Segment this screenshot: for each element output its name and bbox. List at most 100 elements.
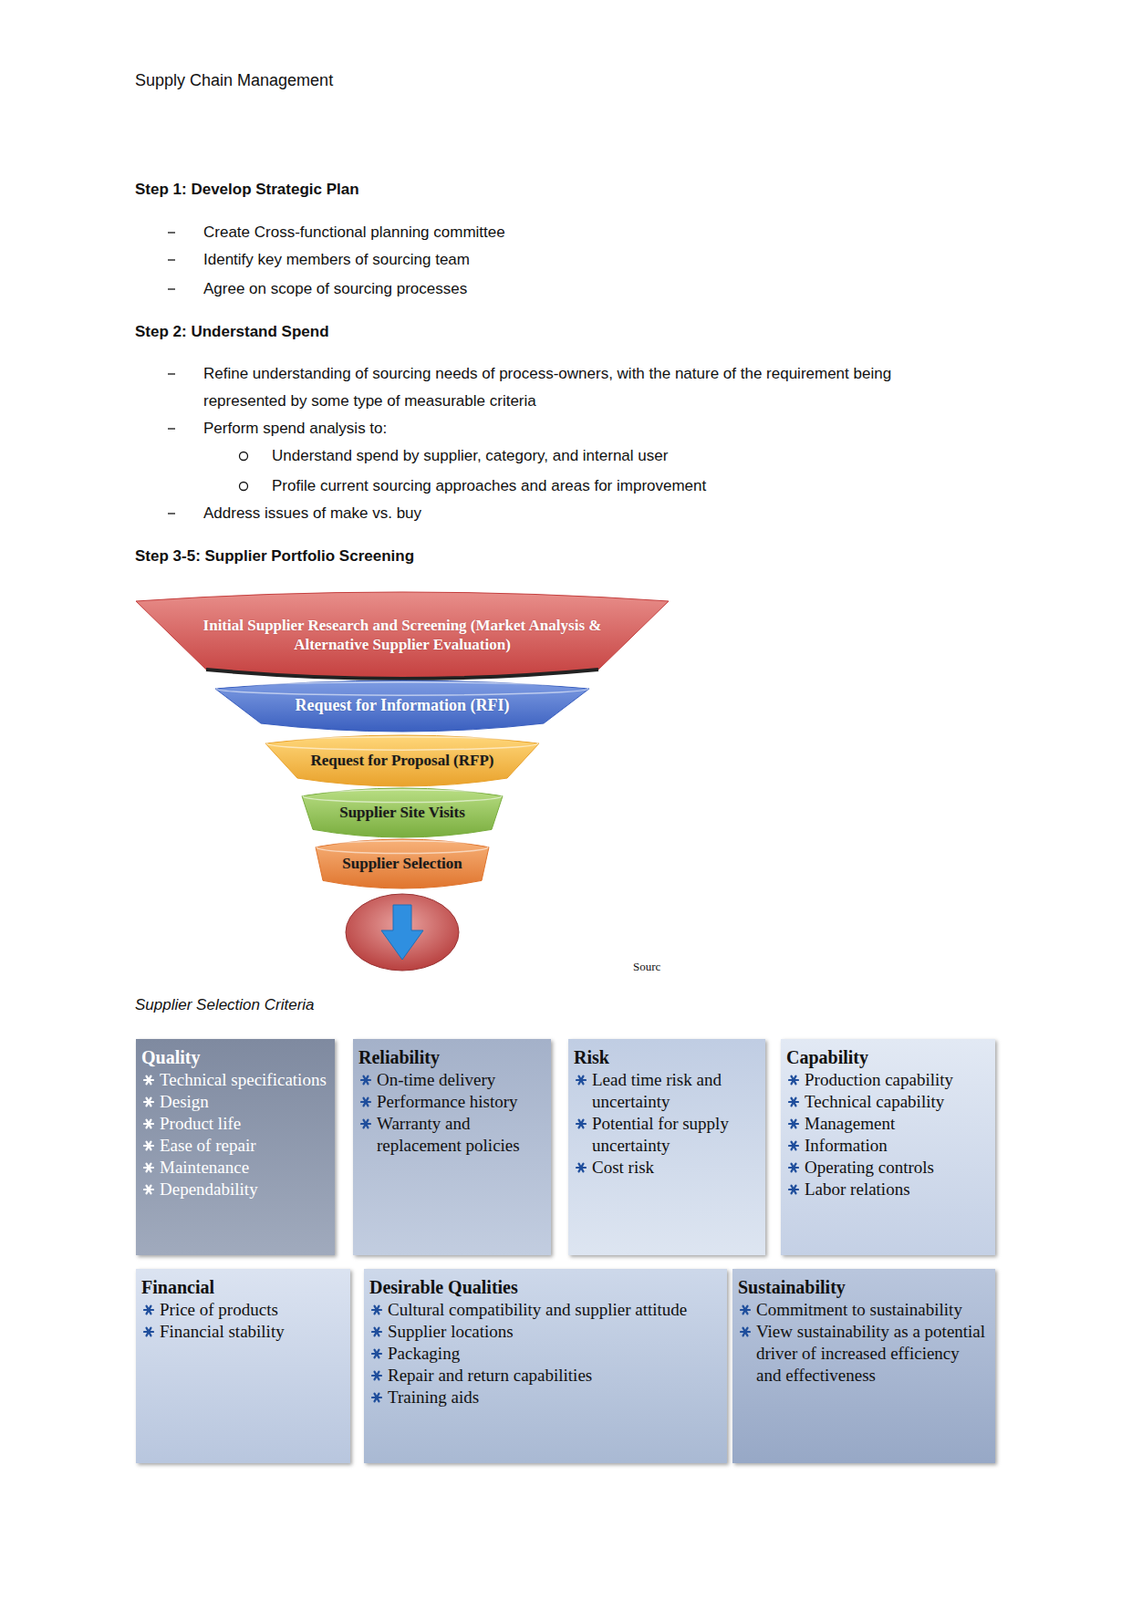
star-bullet	[788, 1162, 800, 1174]
step-heading: Step 2: Understand Spend	[135, 318, 774, 346]
criteria-heading: Reliability	[358, 1046, 544, 1070]
criteria-item: Price of products	[141, 1298, 343, 1321]
star-bullet	[371, 1348, 383, 1360]
star-bullet	[143, 1162, 155, 1174]
bullet-dash	[167, 259, 176, 260]
bullet-circle	[239, 482, 249, 491]
star-bullet	[788, 1096, 800, 1108]
source-note: Sourc	[633, 959, 707, 975]
criteria-item: Production capability	[786, 1069, 988, 1091]
criteria-item: Labor relations	[786, 1178, 988, 1201]
criteria-box: ReliabilityOn-time deliveryPerformance h…	[353, 1038, 551, 1256]
bullet-text: Perform spend analysis to:	[203, 415, 934, 443]
funnel-label: Supplier Site Visits	[339, 803, 466, 822]
band-shape	[215, 680, 590, 732]
star-bullet	[371, 1326, 383, 1338]
criteria-item: Lead time risk and uncertainty	[573, 1069, 759, 1113]
band-rim	[206, 669, 599, 679]
star-bullet	[575, 1074, 587, 1086]
bullet-text: Create Cross-functional planning committ…	[203, 218, 934, 247]
criteria-item: Financial stability	[141, 1320, 343, 1343]
criteria-item: Information	[786, 1134, 988, 1157]
bullet-text: Identify key members of sourcing team	[203, 246, 934, 274]
star-bullet	[143, 1304, 155, 1316]
star-bullet	[143, 1096, 155, 1108]
criteria-heading: Sustainability	[737, 1276, 988, 1299]
star-bullet	[143, 1118, 155, 1130]
down-arrow	[381, 904, 424, 960]
criteria-item: Performance history	[358, 1090, 544, 1113]
bullet-dash	[167, 231, 176, 233]
figure-caption: Supplier Selection Criteria	[135, 991, 683, 1019]
criteria-item: Technical specifications	[141, 1069, 328, 1091]
criteria-item: Ease of repair	[141, 1134, 328, 1157]
criteria-box: RiskLead time risk and uncertaintyPotent…	[568, 1038, 766, 1256]
bullet-text: Refine understanding of sourcing needs o…	[203, 360, 906, 416]
star-bullet	[788, 1183, 800, 1195]
band-rim	[316, 841, 489, 854]
star-bullet	[739, 1304, 751, 1316]
criteria-item: Training aids	[369, 1386, 720, 1409]
star-bullet	[788, 1074, 800, 1086]
funnel-band: Supplier Site Visits	[301, 788, 503, 838]
band-shape	[301, 788, 503, 838]
funnel-label: Initial Supplier Research and Screening …	[199, 616, 606, 655]
star-bullet	[371, 1304, 383, 1316]
band-rim	[216, 682, 589, 696]
criteria-item: Commitment to sustainability	[737, 1298, 988, 1321]
criteria-item: Cost risk	[573, 1156, 759, 1179]
band-shape	[265, 735, 540, 787]
criteria-item: Operating controls	[786, 1156, 988, 1179]
criteria-item: Technical capability	[786, 1090, 988, 1113]
funnel-label: Request for Information (RFI)	[294, 695, 509, 717]
star-bullet	[143, 1183, 155, 1195]
funnel-band: Request for Proposal (RFP)	[265, 735, 540, 787]
bullet-circle	[239, 452, 249, 461]
criteria-item: Cultural compatibility and supplier atti…	[369, 1298, 720, 1321]
bullet-dashes	[167, 232, 176, 514]
bullet-text: Profile current sourcing approaches and …	[271, 472, 1002, 500]
step-heading: Step 3-5: Supplier Portfolio Screening	[135, 542, 774, 571]
bullet-dash	[167, 373, 176, 374]
bullet-circles	[239, 452, 249, 491]
funnel-label: Request for Proposal (RFP)	[311, 751, 495, 770]
band-shape	[315, 839, 489, 889]
criteria-heading: Risk	[573, 1046, 759, 1070]
criteria-item: Dependability	[141, 1178, 328, 1201]
star-bullet	[575, 1118, 587, 1130]
band-rim	[266, 737, 539, 750]
bullet-dash	[167, 427, 176, 429]
star-bullet	[143, 1074, 155, 1086]
outlet-circle	[345, 893, 459, 971]
bullet-text: Understand spend by supplier, category, …	[271, 442, 1002, 470]
bullet-text: Address issues of make vs. buy	[203, 499, 934, 528]
star-bullet	[575, 1162, 587, 1174]
criteria-heading: Quality	[141, 1046, 328, 1070]
page-header: Supply Chain Management	[135, 66, 333, 94]
step-heading: Step 1: Develop Strategic Plan	[135, 176, 774, 204]
star-bullet	[143, 1140, 155, 1152]
criteria-box: Desirable QualitiesCultural compatibilit…	[363, 1268, 727, 1464]
star-bullet	[360, 1074, 372, 1086]
bullet-dash	[167, 288, 176, 290]
criteria-heading: Financial	[141, 1276, 343, 1299]
star-bullet	[788, 1118, 800, 1130]
criteria-item: Repair and return capabilities	[369, 1364, 720, 1387]
criteria-item: View sustainability as a potential drive…	[737, 1320, 988, 1387]
criteria-heading: Desirable Qualities	[369, 1276, 720, 1299]
funnel-band: Supplier Selection	[315, 839, 489, 889]
criteria-item: Design	[141, 1090, 328, 1113]
criteria-item: Maintenance	[141, 1156, 328, 1179]
criteria-item: Potential for supply uncertainty	[573, 1112, 759, 1157]
funnel-band: Initial Supplier Research and Screening …	[135, 591, 669, 679]
criteria-item: Management	[786, 1112, 988, 1135]
criteria-item: Warranty and replacement policies	[358, 1112, 544, 1157]
band-rim	[302, 789, 502, 803]
criteria-item: Supplier locations	[369, 1320, 720, 1343]
star-bullet	[739, 1326, 751, 1338]
funnel-band: Request for Information (RFI)	[215, 680, 590, 732]
criteria-box: SustainabilityCommitment to sustainabili…	[732, 1268, 996, 1464]
criteria-item: On-time delivery	[358, 1069, 544, 1091]
band-rim	[136, 593, 668, 609]
star-bullet	[360, 1118, 372, 1130]
